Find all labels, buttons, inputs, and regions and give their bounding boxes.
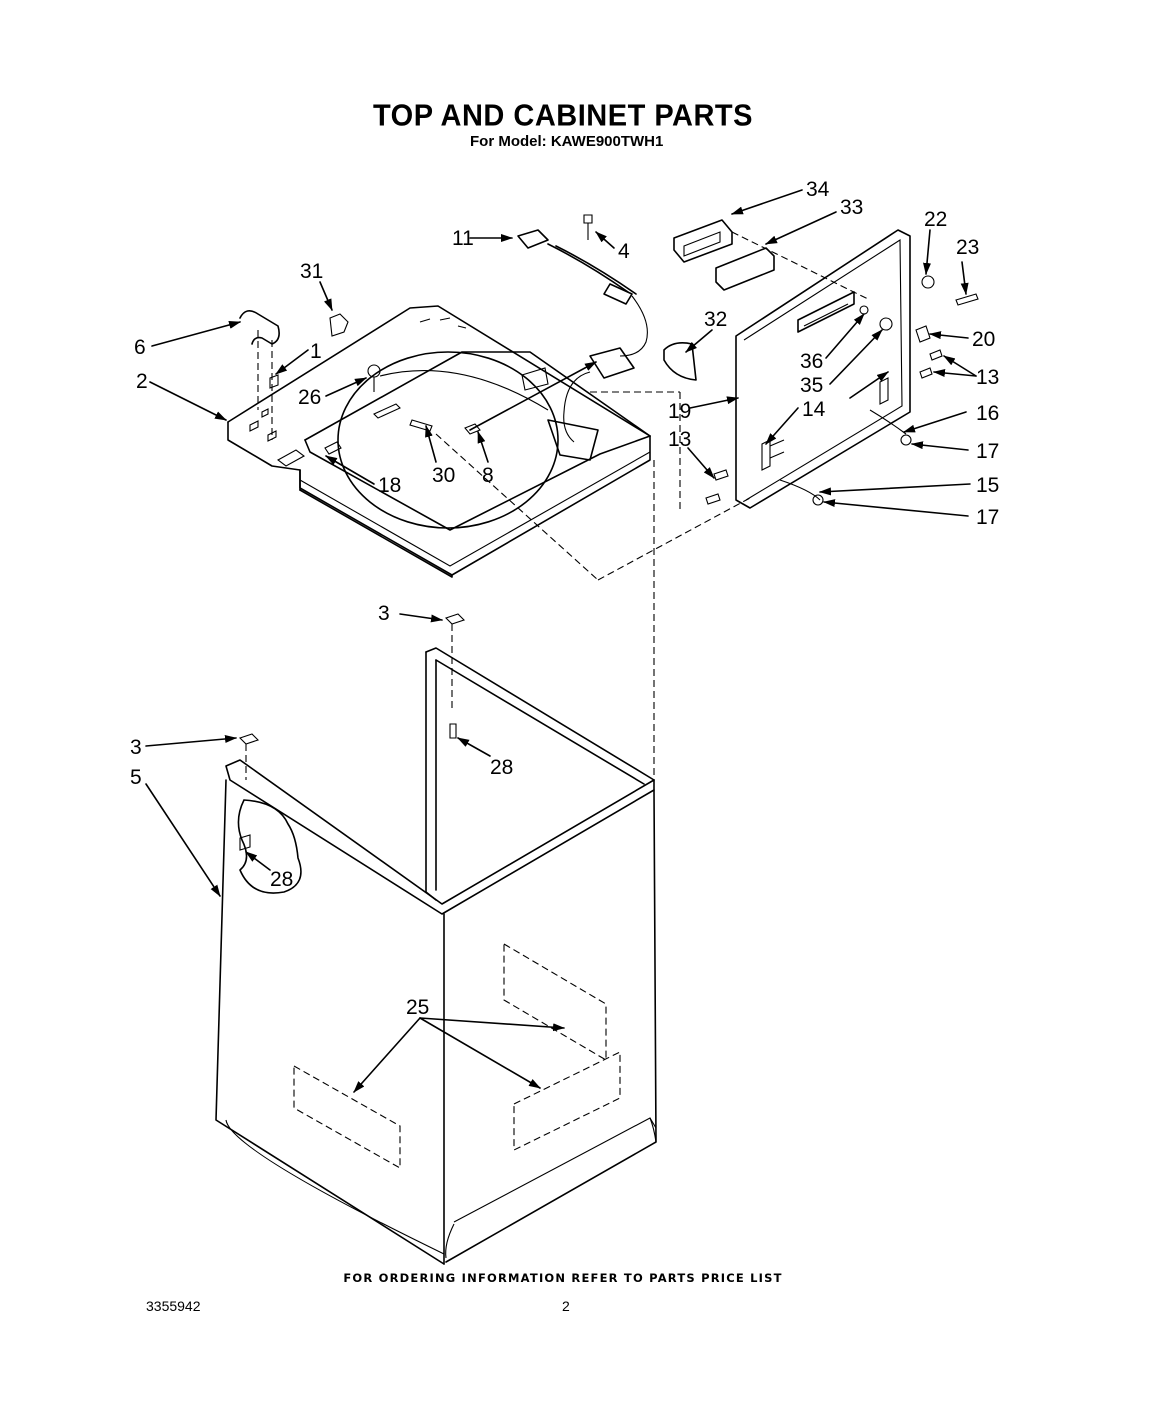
- callout-1: 1: [310, 340, 322, 363]
- callout-20: 20: [972, 328, 995, 351]
- callout-3: 3: [378, 602, 390, 625]
- document-number: 3355942: [146, 1298, 201, 1314]
- callout-22: 22: [924, 208, 947, 231]
- callout-13: 13: [668, 428, 691, 451]
- callout-15: 15: [976, 474, 999, 497]
- callout-numbers: 1 2 3 3 4 5 6 8 11 13 13 14 15 16 17 17 …: [130, 178, 999, 1019]
- callout-36: 36: [800, 350, 823, 373]
- callout-32: 32: [704, 308, 727, 331]
- callout-35: 35: [800, 374, 823, 397]
- callout-19: 19: [668, 400, 691, 423]
- ordering-note: FOR ORDERING INFORMATION REFER TO PARTS …: [343, 1271, 783, 1285]
- callout-28: 28: [490, 756, 513, 779]
- page-title: TOP AND CABINET PARTS: [372, 99, 753, 133]
- callout-14: 14: [802, 398, 826, 421]
- callout-16: 16: [976, 402, 999, 425]
- callout-30: 30: [432, 464, 455, 487]
- page-number: 2: [562, 1298, 570, 1314]
- callout-33: 33: [840, 196, 863, 219]
- callout-4: 4: [618, 240, 630, 263]
- callout-17: 17: [976, 506, 999, 529]
- callout-26: 26: [298, 386, 321, 409]
- cabinet-assembly: [215, 460, 657, 1265]
- washer-top-assembly: [227, 214, 697, 578]
- callout-8: 8: [482, 464, 494, 487]
- callout-28: 28: [270, 868, 293, 891]
- console-panel-assembly: [435, 219, 979, 581]
- callout-18: 18: [378, 474, 401, 497]
- callout-17: 17: [976, 440, 999, 463]
- callout-23: 23: [956, 236, 979, 259]
- callout-2: 2: [136, 370, 148, 393]
- model-subtitle: For Model: KAWE900TWH1: [470, 133, 664, 150]
- callout-11: 11: [452, 227, 474, 250]
- callout-34: 34: [806, 178, 830, 201]
- callout-13: 13: [976, 366, 999, 389]
- leader-lines: [145, 189, 977, 1093]
- callout-3: 3: [130, 736, 142, 759]
- callout-5: 5: [130, 766, 142, 789]
- callout-25: 25: [406, 996, 429, 1019]
- callout-6: 6: [134, 336, 146, 359]
- callout-31: 31: [300, 260, 323, 283]
